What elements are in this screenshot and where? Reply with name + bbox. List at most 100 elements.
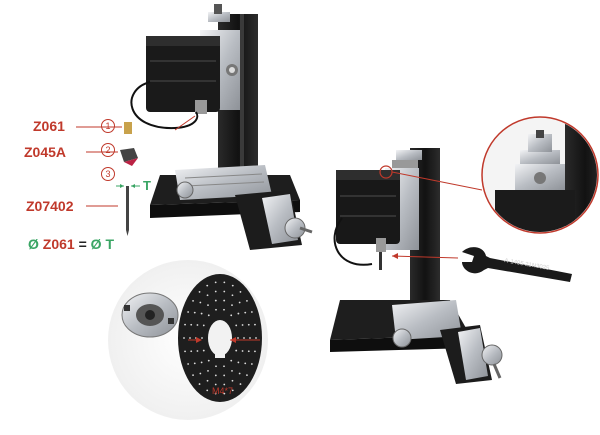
thread-size-label: M4*7 <box>212 386 234 396</box>
plate-hole <box>214 374 217 377</box>
plate-hole <box>223 281 226 284</box>
plate-hole <box>238 301 241 304</box>
left-parts-callouts <box>76 122 140 236</box>
plate-hole <box>239 383 242 385</box>
formula-right-part: T <box>105 236 115 252</box>
plate-hole <box>230 359 233 362</box>
plate-hole <box>192 374 194 377</box>
plate-hole <box>235 349 238 352</box>
plate-hole <box>237 361 240 364</box>
plate-hole <box>192 299 194 302</box>
formula-left-part: Z061 <box>42 236 75 252</box>
plate-hole <box>206 294 209 297</box>
plate-hole <box>198 291 201 293</box>
right-mill-machine <box>330 148 503 384</box>
plate-hole <box>206 389 209 392</box>
left-motor <box>146 36 220 112</box>
plate-hole <box>207 370 209 372</box>
plate-hole <box>190 350 193 353</box>
plate-hole <box>254 323 256 326</box>
plate-hole <box>238 372 241 375</box>
plate-hole <box>207 314 210 317</box>
left-cross-table <box>175 165 272 200</box>
plate-hole <box>214 383 217 386</box>
plate-hole <box>187 363 190 365</box>
right-motor <box>336 170 400 244</box>
plate-hole <box>215 308 217 311</box>
step-number-3: 3 <box>101 167 115 181</box>
plate-hole <box>223 365 225 368</box>
plate-hole <box>183 337 185 339</box>
nut-part <box>120 148 138 162</box>
plate-hole <box>241 324 244 326</box>
plate-hole <box>199 301 202 304</box>
plate-hole <box>241 350 244 352</box>
plate-hole <box>199 372 202 375</box>
plate-hole <box>206 379 209 382</box>
plate-hole <box>250 311 253 313</box>
plate-hole <box>184 350 186 353</box>
plate-hole <box>202 349 205 352</box>
plate-hole <box>206 284 209 287</box>
plate-hole <box>202 324 205 327</box>
plate-hole <box>207 359 210 362</box>
plate-hole <box>247 350 250 353</box>
plate-hole <box>223 383 226 386</box>
plate-hole <box>254 350 256 353</box>
plate-hole <box>246 374 248 377</box>
plate-hole <box>198 383 201 385</box>
chuck <box>121 292 179 338</box>
dividing-plate <box>178 274 262 402</box>
plate-hole <box>193 311 196 314</box>
drill-bit-part <box>126 186 129 230</box>
plate-hole <box>187 311 190 313</box>
plate-hole <box>250 363 253 365</box>
step-number-2: 2 <box>101 143 115 157</box>
part-label-z045a: Z045A <box>24 144 67 160</box>
plate-hole <box>244 311 247 314</box>
plate-hole <box>237 337 239 339</box>
plate-hole <box>231 379 234 382</box>
plate-hole <box>193 362 196 365</box>
plate-hole <box>200 361 203 364</box>
zoom-detail-circle <box>481 116 599 234</box>
step-number-1: 1 <box>101 119 115 133</box>
plate-hole <box>223 299 226 302</box>
plate-hole <box>247 323 250 326</box>
collet-size-formula: Ø Z061 = Ø T <box>28 236 114 252</box>
plate-hole <box>231 284 234 287</box>
plate-hole <box>231 389 234 392</box>
plate-hole <box>246 299 248 302</box>
plate-hole <box>249 337 251 339</box>
plate-hole <box>239 291 242 293</box>
plate-hole <box>184 323 186 326</box>
t-dimension-label: T <box>143 178 151 193</box>
plate-hole <box>244 362 247 365</box>
formula-equals: = <box>78 236 87 252</box>
plate-hole <box>200 312 203 315</box>
collet-part <box>124 122 132 134</box>
plate-hole <box>207 304 209 306</box>
plate-hole <box>231 294 234 297</box>
plate-hole <box>231 370 233 372</box>
plate-hole <box>189 337 191 339</box>
plate-hole <box>231 304 233 306</box>
plate-hole <box>190 323 193 326</box>
plate-hole <box>237 312 240 315</box>
plate-hole <box>214 299 217 302</box>
part-label-z07402: Z07402 <box>26 198 74 214</box>
plate-hole <box>223 308 225 311</box>
plate-hole <box>243 337 245 339</box>
part-label-z061: Z061 <box>33 118 65 134</box>
plate-hole <box>255 337 257 339</box>
dividing-plate-detail <box>108 260 268 420</box>
plate-hole <box>196 350 199 352</box>
plate-hole <box>223 392 226 395</box>
plate-hole <box>214 290 217 293</box>
plate-hole <box>196 324 199 326</box>
plate-hole <box>223 290 226 293</box>
plate-hole <box>230 314 233 317</box>
diameter-symbol-left: Ø <box>28 236 39 252</box>
